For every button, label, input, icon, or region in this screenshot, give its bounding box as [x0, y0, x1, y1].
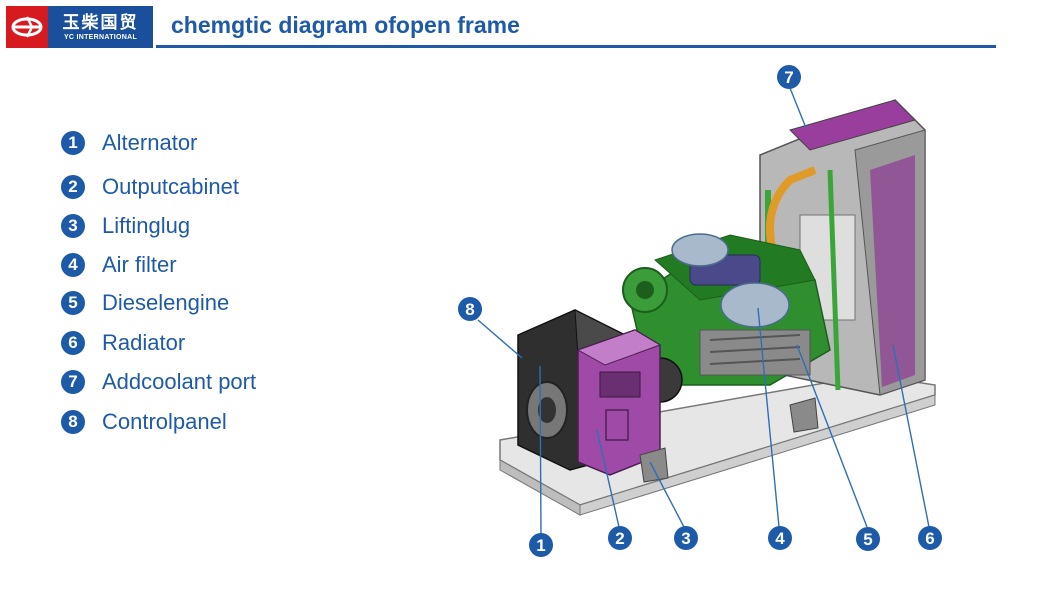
legend-number-badge: 1 — [61, 131, 85, 155]
lifting-lug — [639, 447, 669, 483]
callout-4: 4 — [768, 526, 792, 550]
logo-wordmark: 玉柴国贸 YC INTERNATIONAL — [48, 6, 153, 48]
callout-5: 5 — [856, 527, 880, 551]
title-underline — [156, 45, 996, 48]
brand-logo: 玉柴国贸 YC INTERNATIONAL — [6, 6, 153, 48]
legend-number-badge: 7 — [61, 370, 85, 394]
logo-emblem-icon — [6, 6, 48, 48]
air-filter — [671, 233, 790, 328]
callout-7: 7 — [777, 65, 801, 89]
coolant-tank — [789, 99, 916, 151]
legend-label: Alternator — [102, 130, 198, 155]
legend-item-radiator: 6 Radiator — [61, 330, 185, 356]
legend-number-badge: 3 — [61, 214, 85, 238]
callout-number: 7 — [784, 68, 793, 87]
page-title: chemgtic diagram ofopen frame — [171, 12, 520, 38]
callout-2: 2 — [608, 526, 632, 550]
callout-number: 4 — [775, 529, 785, 548]
legend-item-output-cabinet: 2 Outputcabinet — [61, 174, 239, 200]
callout-leader-lines — [477, 87, 930, 535]
legend-label: Liftinglug — [102, 213, 191, 238]
legend-item-alternator: 1 Alternator — [61, 130, 197, 156]
callout-8: 8 — [458, 297, 482, 321]
callout-number: 6 — [925, 529, 934, 548]
callout-number: 8 — [465, 300, 474, 319]
legend-item-lifting-lug: 3 Liftinglug — [61, 213, 190, 239]
legend-item-control-panel: 8 Controlpanel — [61, 409, 227, 435]
callout-number: 5 — [863, 530, 872, 549]
legend-number-badge: 8 — [61, 410, 85, 434]
legend-label: Dieselengine — [102, 290, 230, 315]
legend-label: Controlpanel — [102, 409, 227, 434]
legend-item-air-filter: 4 Air filter — [61, 252, 177, 278]
legend-label: Outputcabinet — [102, 174, 239, 199]
legend-number-badge: 6 — [61, 331, 85, 355]
logo-chinese-text: 玉柴国贸 — [62, 12, 139, 33]
callout-number: 1 — [536, 536, 545, 555]
logo-english-text: YC INTERNATIONAL — [63, 33, 138, 41]
legend-number-badge: 2 — [61, 175, 85, 199]
legend-item-diesel-engine: 5 Dieselengine — [61, 290, 229, 316]
callout-1: 1 — [529, 533, 553, 557]
callout-6: 6 — [918, 526, 942, 550]
radiator-purple-panel — [870, 155, 915, 387]
legend-number-badge: 5 — [61, 291, 85, 315]
legend-number-badge: 4 — [61, 253, 85, 277]
callout-number: 3 — [681, 529, 690, 548]
callout-number: 2 — [615, 529, 624, 548]
legend-label: Air filter — [102, 252, 177, 277]
legend-item-add-coolant-port: 7 Addcoolant port — [61, 369, 256, 395]
legend-label: Radiator — [102, 330, 186, 355]
legend-label: Addcoolant port — [102, 369, 257, 394]
generator-illustration — [499, 99, 936, 516]
callout-3: 3 — [674, 526, 698, 550]
